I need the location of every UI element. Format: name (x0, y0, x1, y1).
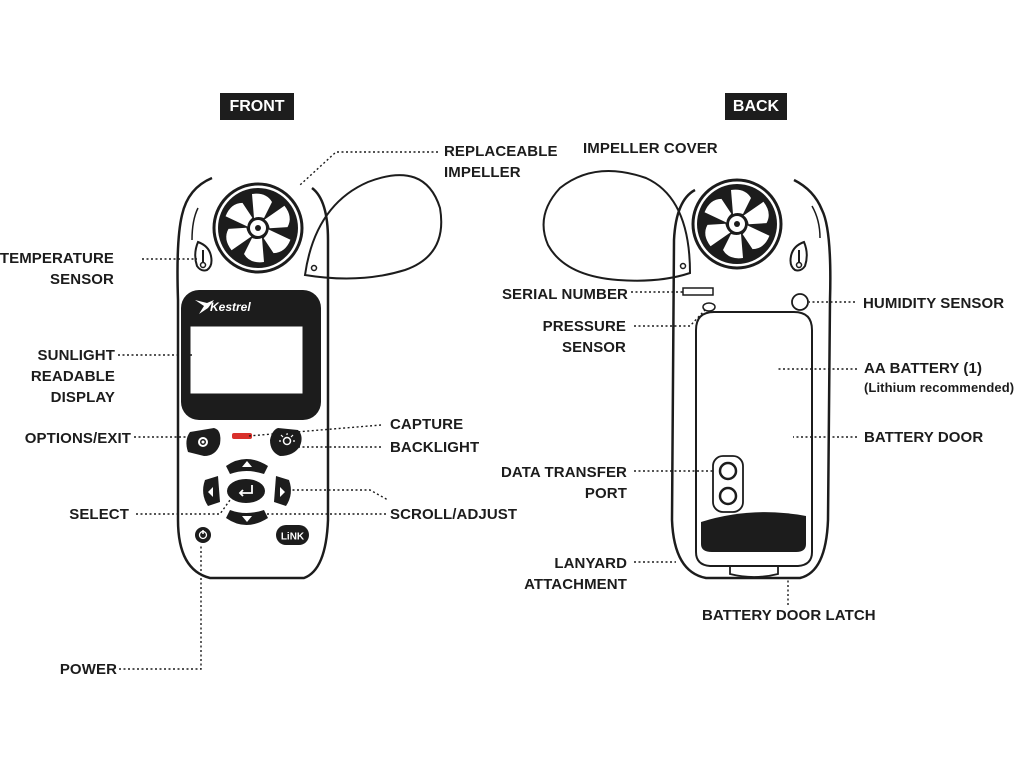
label-options-exit: OPTIONS/EXIT (24, 430, 131, 447)
back-impeller-cover (542, 169, 692, 282)
temperature-sensor-icon (194, 241, 213, 272)
label-impeller-cover: IMPELLER COVER (583, 140, 718, 157)
arrow-down-icon (242, 516, 252, 522)
enter-icon (238, 485, 253, 497)
label-aa-battery: AA BATTERY (1) (Lithium recommended) (864, 358, 1014, 398)
label-lanyard-attachment: LANYARD ATTACHMENT (524, 555, 627, 593)
battery-door-latch-grip (701, 512, 806, 552)
front-body-outline (176, 176, 330, 580)
back-device (542, 169, 832, 580)
display-screen (189, 325, 304, 395)
serial-number-plate (682, 287, 714, 296)
label-scroll-adjust: SCROLL/ADJUST (390, 506, 518, 523)
label-data-transfer-port: DATA TRANSFER PORT (500, 464, 627, 502)
link-button[interactable] (276, 525, 309, 545)
gear-icon (198, 437, 208, 447)
pressure-sensor-port (702, 302, 716, 312)
kestrel-brand: Kestrel (210, 300, 251, 314)
label-backlight: BACKLIGHT (390, 439, 480, 456)
label-select: SELECT (69, 506, 129, 523)
power-icon (198, 530, 208, 540)
label-battery-door: BATTERY DOOR (864, 429, 984, 446)
label-pressure-sensor: PRESSURE SENSOR (542, 318, 626, 356)
lightbulb-icon (279, 433, 295, 446)
front-impeller-cover (303, 174, 443, 280)
capture-button[interactable] (232, 433, 252, 439)
label-replaceable-impeller: REPLACEABLE IMPELLER (444, 143, 558, 181)
humidity-sensor-port (791, 293, 809, 311)
front-impeller-icon (212, 182, 304, 274)
kestrel-bird-icon (195, 300, 214, 314)
back-body-outline (670, 178, 832, 580)
back-temperature-sensor-icon (789, 241, 808, 272)
arrow-up-icon (242, 461, 252, 467)
label-temperature-sensor: TEMPERATURE SENSOR (0, 250, 114, 288)
label-sunlight-display: SUNLIGHT READABLE DISPLAY (30, 347, 115, 406)
battery-door-latch (729, 566, 779, 578)
arrow-right-icon (280, 487, 285, 497)
backlight-button[interactable] (270, 428, 302, 456)
select-button[interactable] (227, 479, 265, 503)
power-button[interactable] (195, 527, 211, 543)
back-impeller-icon (691, 178, 783, 270)
label-serial-number: SERIAL NUMBER (501, 286, 628, 303)
back-heading: BACK (725, 93, 787, 120)
label-humidity-sensor: HUMIDITY SENSOR (863, 295, 1005, 312)
label-battery-door-latch: BATTERY DOOR LATCH (702, 607, 876, 624)
label-power: POWER (59, 661, 117, 678)
label-aa-battery-note: (Lithium recommended) (864, 380, 1015, 395)
link-button-label: LiNK (281, 532, 305, 543)
front-heading: FRONT (220, 93, 294, 120)
front-device: Kestrel LiNK (176, 174, 443, 580)
leader-lines (118, 151, 857, 670)
arrow-left-icon (208, 487, 213, 497)
label-capture: CAPTURE (390, 416, 464, 433)
